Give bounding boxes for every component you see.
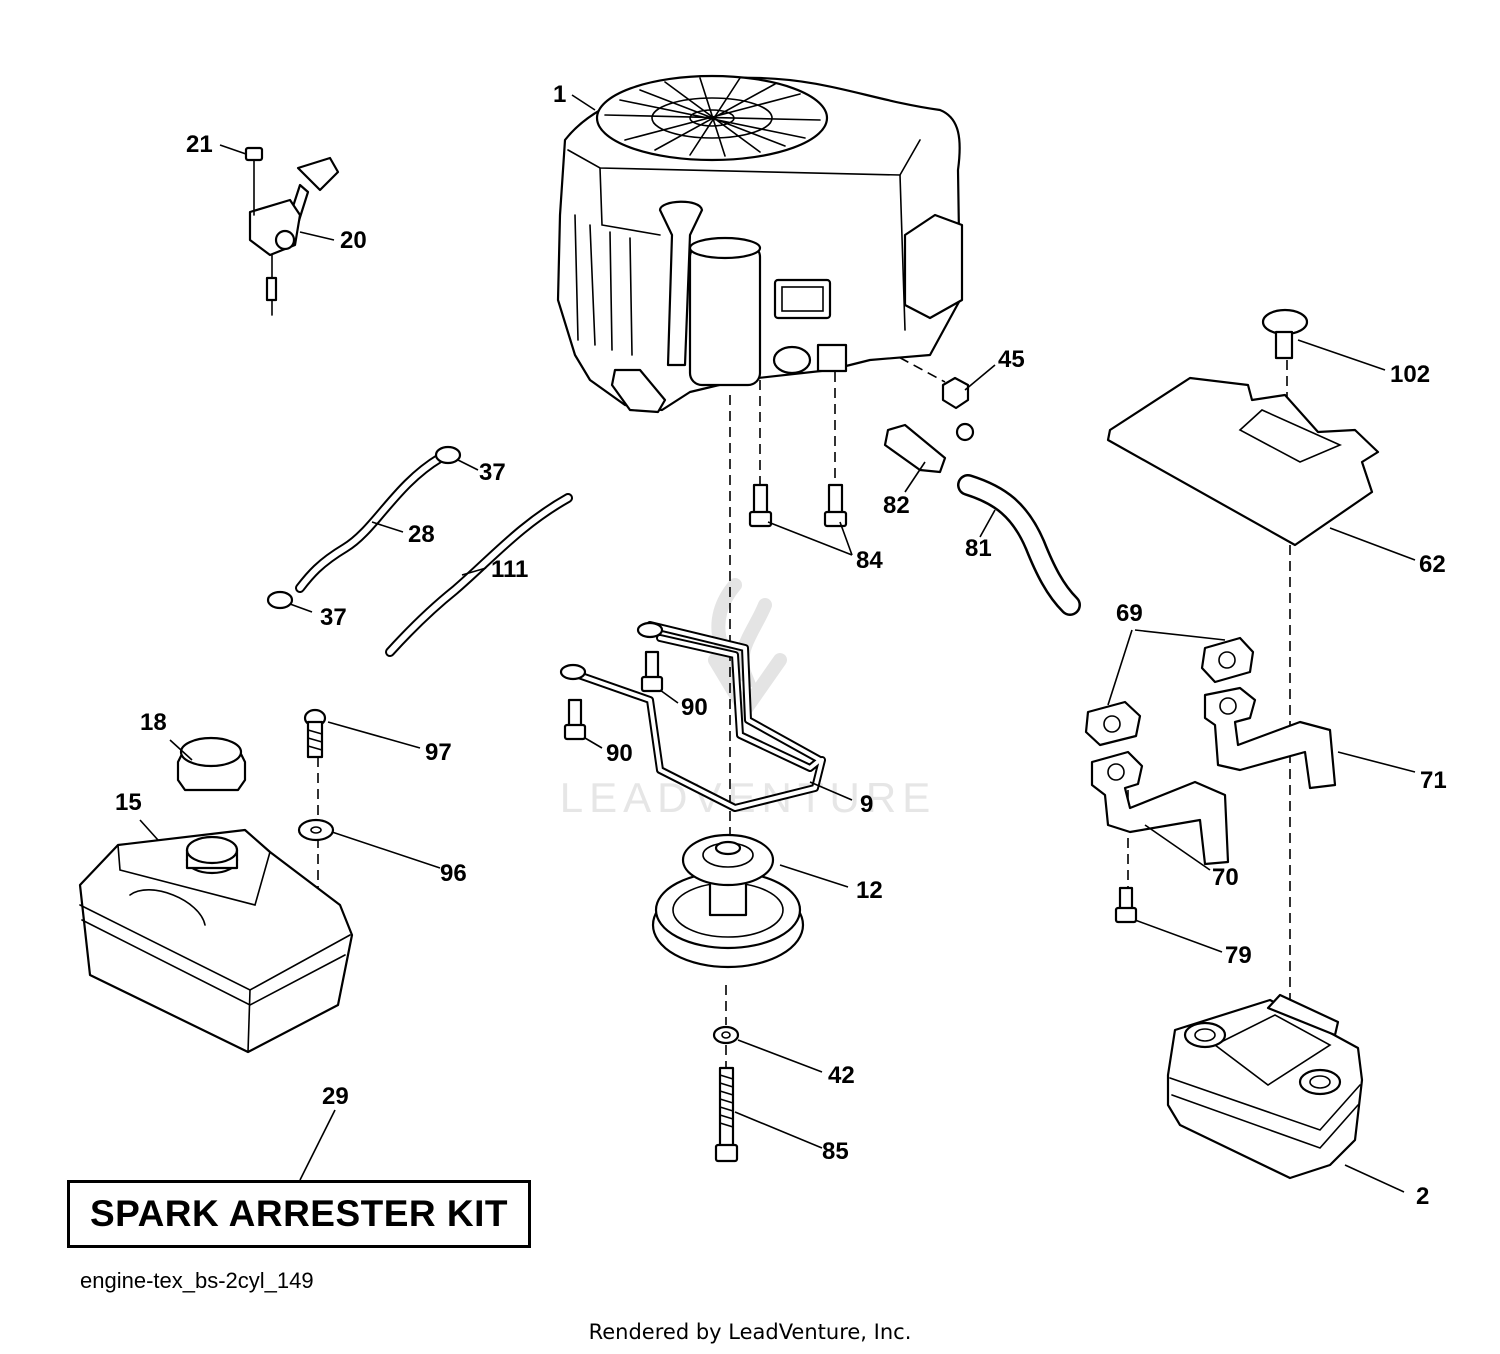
callout-1: 1 xyxy=(553,81,566,108)
fuel-line-28-part xyxy=(295,453,445,593)
callout-111: 111 xyxy=(491,556,528,583)
bracket-bolt-upper-part xyxy=(640,650,664,693)
engine-part xyxy=(556,74,964,414)
callout-69: 69 xyxy=(1116,600,1143,627)
pulley-bolt-part xyxy=(714,1066,739,1163)
heat-shield-part xyxy=(1106,376,1380,547)
exhaust-pipe-right-part xyxy=(1203,686,1337,790)
callout-37-top: 37 xyxy=(479,459,506,486)
watermark: LEADVENTURE xyxy=(560,578,936,821)
callout-45: 45 xyxy=(998,346,1025,373)
hose-clamp-top-part xyxy=(434,445,462,465)
callout-9: 9 xyxy=(860,791,873,818)
render-credit: Rendered by LeadVenture, Inc. xyxy=(588,1320,912,1344)
callout-84: 84 xyxy=(856,547,883,574)
callout-62: 62 xyxy=(1419,551,1446,578)
oil-drain-cap-part xyxy=(941,376,970,410)
watermark-text: LEADVENTURE xyxy=(560,774,936,821)
callout-81: 81 xyxy=(965,535,992,562)
callout-28: 28 xyxy=(408,521,435,548)
pulley-washer-part xyxy=(712,1025,740,1045)
callout-2: 2 xyxy=(1416,1183,1429,1210)
spark-arrester-kit-label: SPARK ARRESTER KIT xyxy=(89,1193,509,1234)
oil-drain-valve-part xyxy=(883,422,975,474)
muffler-part xyxy=(1166,993,1364,1180)
exhaust-bolt-part xyxy=(1114,886,1138,924)
callout-29: 29 xyxy=(322,1083,349,1110)
callout-15: 15 xyxy=(115,789,142,816)
spark-arrester-kit-box: SPARK ARRESTER KIT xyxy=(67,1180,531,1248)
callout-90-upper: 90 xyxy=(681,694,708,721)
callout-79: 79 xyxy=(1225,942,1252,969)
leader-lines xyxy=(139,94,1416,1193)
callout-97: 97 xyxy=(425,739,452,766)
fuel-line-111-part xyxy=(385,493,573,657)
bracket-bolt-lower-part xyxy=(563,698,587,741)
engine-bracket-part xyxy=(559,621,826,812)
callout-12: 12 xyxy=(856,877,883,904)
callout-102: 102 xyxy=(1390,361,1430,388)
callout-37-bottom: 37 xyxy=(320,604,347,631)
callout-18: 18 xyxy=(140,709,167,736)
callout-90-lower: 90 xyxy=(606,740,633,767)
callout-42: 42 xyxy=(828,1062,855,1089)
callout-20: 20 xyxy=(340,227,367,254)
callout-96: 96 xyxy=(440,860,467,887)
exhaust-pipe-left-part xyxy=(1090,750,1230,866)
tank-screw-part xyxy=(303,708,327,759)
shield-knob-part xyxy=(1261,308,1309,360)
exhaust-gaskets-part xyxy=(1084,636,1255,747)
callouts: 1 2 9 12 15 18 20 21 28 29 37 37 42 45 6… xyxy=(115,81,1447,1210)
callout-21: 21 xyxy=(186,131,213,158)
throttle-control-part xyxy=(248,156,340,316)
hose-clamp-bottom-part xyxy=(266,590,294,610)
callout-71: 71 xyxy=(1420,767,1447,794)
callout-70: 70 xyxy=(1212,864,1239,891)
fuel-cap-part xyxy=(176,736,247,792)
engine-bolts-part xyxy=(748,483,848,528)
diagram-code: engine-tex_bs-2cyl_149 xyxy=(80,1268,314,1293)
oil-drain-hose-part xyxy=(957,474,1081,616)
pulley-part xyxy=(651,833,805,969)
callout-82: 82 xyxy=(883,492,910,519)
tank-washer-part xyxy=(297,818,335,842)
fuel-tank-part xyxy=(78,828,354,1054)
assembly-lines xyxy=(317,311,1291,1068)
throttle-screw-part xyxy=(244,146,264,216)
callout-85: 85 xyxy=(822,1138,849,1165)
